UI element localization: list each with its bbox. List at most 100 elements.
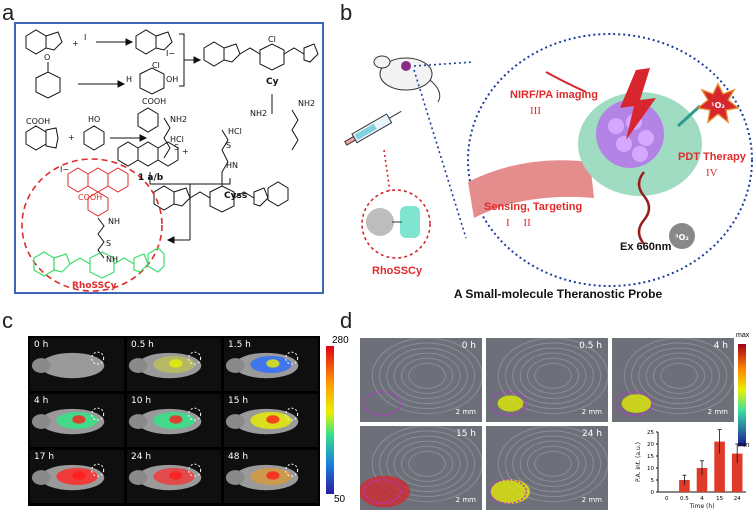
pa-x-tick-label: 24: [734, 496, 741, 502]
chloro-label-1: Cl: [152, 61, 160, 70]
pa-y-tick-label: 20: [647, 442, 654, 448]
nirf-time-label: 10 h: [131, 396, 152, 406]
excitation-wave: [637, 171, 651, 245]
mouse-silhouette: [31, 463, 105, 491]
pa-scale-bar-label: 2 mm: [581, 408, 602, 416]
nirf-time-label: 48 h: [228, 452, 249, 462]
pa-chart-xlabel: Time (h): [688, 503, 714, 510]
blood-vessel: [468, 160, 594, 218]
mouse-silhouette: [225, 407, 299, 435]
pa-tissue-image: [488, 338, 608, 416]
nirf-image-3: 4 h: [30, 394, 124, 447]
pdt-label: PDT Therapy: [678, 151, 747, 163]
probe-cyanine-bead: [400, 206, 420, 238]
iodide-label-2: I−: [60, 165, 69, 174]
pa-time-label: 4 h: [713, 341, 728, 351]
pa-y-tick-label: 25: [647, 430, 654, 436]
pa-bar-0.5: [679, 480, 690, 492]
tumor-marker-circle: [285, 407, 299, 421]
pa-bar-4: [696, 468, 708, 492]
panel-letter-d: d: [340, 308, 353, 333]
mouse-head: [373, 55, 391, 69]
ho-label: HO: [88, 115, 100, 124]
singlet-oxygen-label: ¹O₂: [711, 101, 725, 110]
plus-sign-2: +: [68, 133, 75, 142]
indolenine-ring: [25, 29, 47, 55]
nirf-image-5: 15 h: [224, 394, 318, 447]
probe-label: RhoSSCy: [372, 265, 423, 277]
singlet-oxygen-star: [696, 82, 740, 124]
nh2-label-3: NH2: [298, 99, 315, 108]
mouse-silhouette: [225, 463, 299, 491]
nirf-image-0: 0 h: [30, 338, 124, 391]
nirf-image-4: 10 h: [127, 394, 221, 447]
pdt-num: IV: [706, 167, 718, 179]
sulfur-label-2: S: [226, 141, 231, 150]
cy-label: Cy: [266, 77, 279, 87]
mouse-silhouette: [128, 351, 202, 379]
pa-x-tick-label: 15: [716, 496, 723, 502]
tumor-marker-circle: [188, 463, 202, 477]
nirf-time-label: 1.5 h: [228, 340, 251, 350]
aldehyde-label: H: [126, 75, 132, 84]
nh2-label-2: NH2: [170, 115, 187, 124]
pa-colorbar-max: max: [736, 332, 750, 339]
panel-letter-b: b: [340, 0, 353, 25]
chloro-label-2: Cl: [268, 35, 276, 44]
pa-time-label: 0.5 h: [579, 341, 602, 351]
mouse-silhouette: [225, 351, 299, 379]
nirf-colorbar-max: 280: [332, 335, 349, 346]
nh2-label-1: NH2: [250, 109, 267, 118]
pa-colorbar: [738, 344, 746, 446]
pa-scale-bar-label: 2 mm: [707, 408, 728, 416]
pa-x-tick-label: 0.5: [680, 496, 689, 502]
hcl-label-2: HCl: [228, 127, 242, 136]
mouse-silhouette: [31, 407, 105, 435]
theranostic-schematic: ¹O₂ ³O₂ NIRF/PA imaging III PDT Therapy …: [344, 33, 753, 300]
plus-sign-3: +: [182, 147, 189, 156]
nirf-time-label: 24 h: [131, 452, 152, 462]
tumor-region-circle: [362, 391, 401, 416]
hydroxyl-label: OH: [166, 75, 178, 84]
mouse-tail: [429, 79, 441, 103]
tumor-marker-circle: [188, 407, 202, 421]
nirf-image-2: 1.5 h: [224, 338, 318, 391]
oxo-label: O: [44, 53, 50, 62]
tumor-marker-circle: [91, 463, 105, 477]
pa-x-tick-label: 0: [665, 496, 669, 502]
mouse-silhouette: [128, 463, 202, 491]
pa-x-tick-label: 4: [700, 496, 704, 502]
pa-bar-15: [714, 441, 725, 492]
pa-chart-ylabel: P.A. int. (a.u.): [635, 442, 642, 482]
iodo-label: I: [84, 33, 86, 42]
hn-label: HN: [226, 161, 238, 170]
pa-y-tick-label: 5: [651, 478, 655, 484]
nirf-time-label: 17 h: [34, 452, 55, 462]
cyss-label: Cyss: [224, 191, 247, 201]
nirf-image-7: 24 h: [127, 450, 221, 503]
pa-time-label: 0 h: [461, 341, 476, 351]
pa-tissue-image: [362, 338, 482, 416]
pa-y-tick-label: 15: [647, 454, 654, 460]
pa-time-label: 15 h: [455, 429, 476, 439]
pa-tissue-image: [360, 426, 482, 508]
panel-letter-a: a: [2, 0, 15, 25]
rhosscy-label-a: RhoSSCy: [72, 281, 117, 291]
synthesis-scheme: + I I− O Cl H OH Cl Cy NH2 NH2 HCl NH2 H…: [21, 29, 319, 292]
pa-scale-bar-label: 2 mm: [455, 496, 476, 504]
pa-image-1: 0.5 h 2 mm: [486, 338, 608, 422]
mouse-silhouette: [128, 407, 202, 435]
nh-label-1: NH: [108, 217, 120, 226]
pa-bar-24: [731, 453, 743, 492]
cooh-label-2: COOH: [142, 97, 166, 106]
light-bolt-icon: [620, 68, 656, 140]
pa-y-tick-label: 0: [651, 490, 655, 496]
tumor-marker-circle: [188, 351, 202, 365]
hcl-label-1: HCl: [170, 135, 184, 144]
nirf-time-label: 0.5 h: [131, 340, 154, 350]
probe-rhodamine-bead: [366, 208, 394, 236]
nh-label-2: NH: [106, 255, 118, 264]
nirf-num: III: [530, 105, 541, 117]
tumor-marker-circle: [91, 407, 105, 421]
nirf-colorbar-min: 50: [334, 494, 346, 505]
